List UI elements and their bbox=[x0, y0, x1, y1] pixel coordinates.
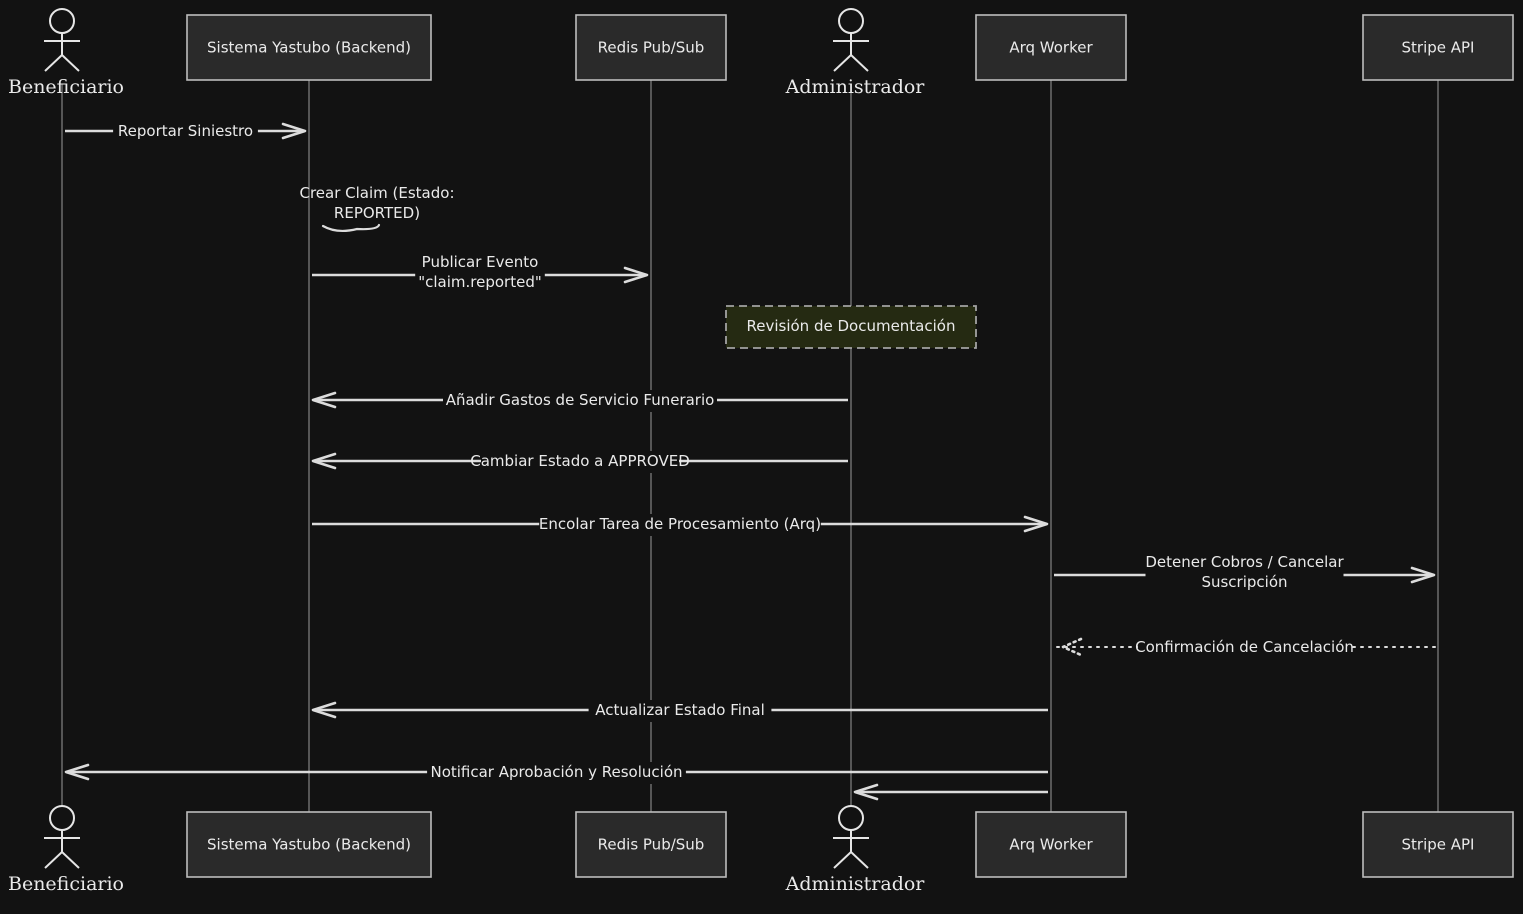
message-arrowhead-icon bbox=[311, 452, 337, 470]
message-arrowhead-icon bbox=[1023, 515, 1049, 533]
message-label: Notificar Aprobación y Resolución bbox=[430, 763, 682, 781]
message-label: "claim.reported" bbox=[418, 273, 542, 291]
message-label: Actualizar Estado Final bbox=[595, 701, 765, 719]
participant-label-beneficiario-top: Beneficiario bbox=[8, 76, 124, 98]
participant-label-arq-top: Arq Worker bbox=[1009, 39, 1093, 57]
participant-box-redis-bottom bbox=[575, 811, 727, 878]
note-label: Revisión de Documentación bbox=[747, 317, 956, 335]
actor-head-icon bbox=[838, 8, 864, 34]
message-arrowhead-icon bbox=[623, 266, 649, 284]
actor-leg-icon bbox=[61, 851, 80, 869]
actor-leg-icon bbox=[61, 54, 80, 72]
participant-box-backend-bottom bbox=[186, 811, 432, 878]
message-arrowhead-icon bbox=[64, 763, 90, 781]
participant-label-stripe-bottom: Stripe API bbox=[1402, 836, 1475, 854]
participant-label-backend-bottom: Sistema Yastubo (Backend) bbox=[207, 836, 411, 854]
participant-box-arq-top bbox=[975, 14, 1127, 81]
actor-head-icon bbox=[838, 805, 864, 831]
message-label: Suscripción bbox=[1201, 573, 1287, 591]
participant-label-arq-bottom: Arq Worker bbox=[1009, 836, 1093, 854]
message-label: Confirmación de Cancelación bbox=[1135, 638, 1354, 656]
message-label: Cambiar Estado a APPROVED bbox=[470, 452, 690, 470]
actor-leg-icon bbox=[850, 851, 869, 869]
message-arrowhead-icon bbox=[311, 701, 337, 719]
self-message-label: Crear Claim (Estado: bbox=[299, 184, 454, 202]
message-label: Encolar Tarea de Procesamiento (Arq) bbox=[539, 515, 821, 533]
participant-box-stripe-top bbox=[1362, 14, 1514, 81]
actor-leg-icon bbox=[44, 54, 63, 72]
participant-box-backend-top bbox=[186, 14, 432, 81]
message-label: Añadir Gastos de Servicio Funerario bbox=[446, 391, 715, 409]
participant-label-stripe-top: Stripe API bbox=[1402, 39, 1475, 57]
actor-leg-icon bbox=[850, 54, 869, 72]
participant-label-admin-top: Administrador bbox=[785, 76, 926, 98]
message-label-background bbox=[588, 700, 772, 722]
participant-box-stripe-bottom bbox=[1362, 811, 1514, 878]
message-label: Reportar Siniestro bbox=[118, 122, 253, 140]
message-arrowhead-icon bbox=[1061, 637, 1083, 657]
actor-head-icon bbox=[49, 805, 75, 831]
actor-head-icon bbox=[49, 8, 75, 34]
actor-leg-icon bbox=[833, 851, 852, 869]
message-arrowhead-icon bbox=[1410, 566, 1436, 584]
self-message-label: REPORTED) bbox=[334, 204, 420, 222]
participant-label-backend-top: Sistema Yastubo (Backend) bbox=[207, 39, 411, 57]
message-arrowhead-icon bbox=[853, 783, 879, 801]
message-label-background bbox=[443, 390, 717, 412]
message-label-background bbox=[539, 514, 821, 536]
participant-label-redis-top: Redis Pub/Sub bbox=[598, 39, 705, 57]
actor-leg-icon bbox=[44, 851, 63, 869]
participant-box-redis-top bbox=[575, 14, 727, 81]
message-label-background bbox=[113, 121, 258, 143]
message-label-background bbox=[1137, 637, 1352, 659]
message-arrowhead-icon bbox=[311, 391, 337, 409]
participant-label-beneficiario-bottom: Beneficiario bbox=[8, 873, 124, 895]
message-label: Detener Cobros / Cancelar bbox=[1145, 553, 1344, 571]
message-label-background bbox=[1145, 552, 1344, 594]
message-label-background bbox=[427, 762, 686, 784]
participant-box-arq-bottom bbox=[975, 811, 1127, 878]
message-label: Publicar Evento bbox=[422, 253, 539, 271]
message-label-background bbox=[481, 451, 679, 473]
self-message-stroke bbox=[321, 223, 381, 233]
participant-label-redis-bottom: Redis Pub/Sub bbox=[598, 836, 705, 854]
message-label-background bbox=[415, 252, 545, 294]
participant-label-admin-bottom: Administrador bbox=[785, 873, 926, 895]
note-box bbox=[725, 305, 977, 349]
message-arrowhead-icon bbox=[281, 122, 307, 140]
actor-leg-icon bbox=[833, 54, 852, 72]
